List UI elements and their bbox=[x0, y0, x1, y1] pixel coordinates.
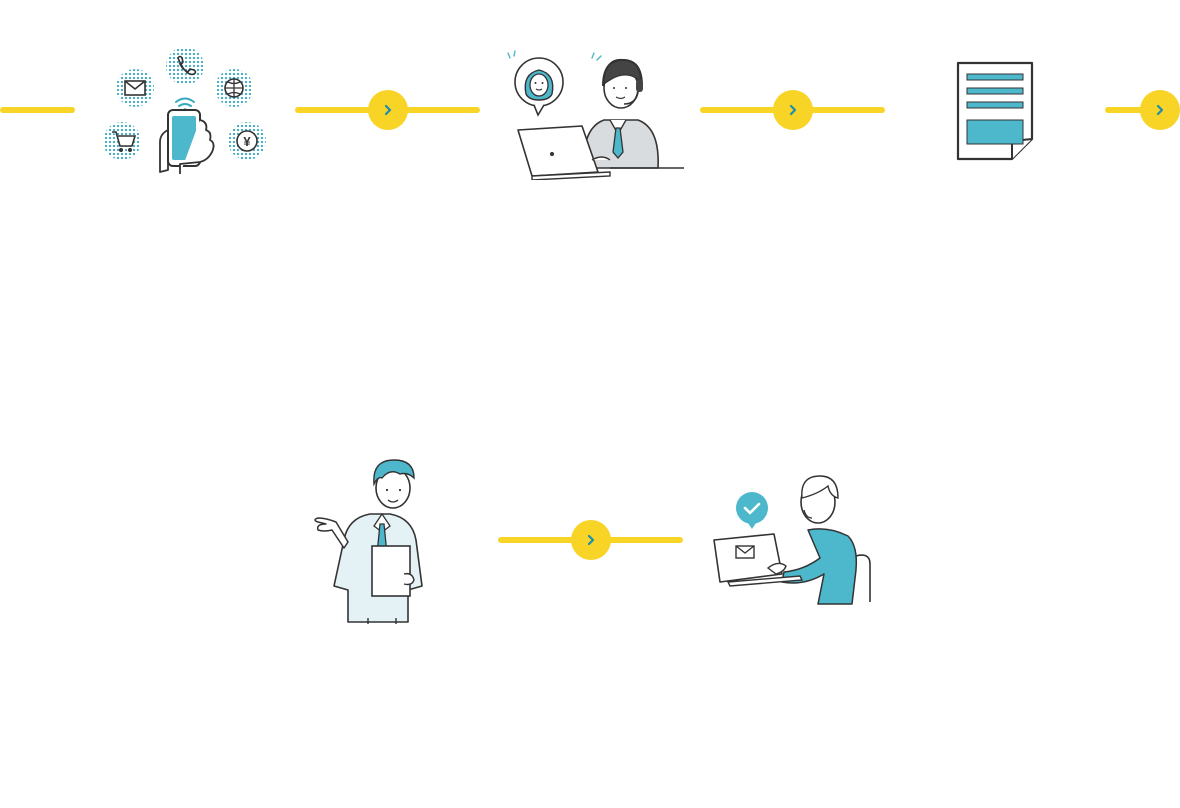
step-2-illustration bbox=[500, 48, 685, 180]
chevron-right-icon bbox=[1156, 104, 1164, 116]
chevron-right-icon bbox=[587, 534, 595, 546]
chevron-right-icon bbox=[384, 104, 392, 116]
step-5-illustration bbox=[710, 474, 875, 608]
step-4-illustration bbox=[312, 458, 442, 624]
svg-text:¥: ¥ bbox=[243, 134, 251, 149]
next-step-button-1[interactable] bbox=[368, 90, 408, 130]
step-1-illustration: ¥ bbox=[100, 44, 270, 176]
flow-connector-left-stub bbox=[0, 107, 75, 113]
businessman-explaining-icon bbox=[314, 459, 423, 624]
next-step-button-4[interactable] bbox=[571, 520, 611, 560]
next-step-button-3[interactable] bbox=[1140, 90, 1180, 130]
support-operator-icon bbox=[507, 50, 684, 180]
user-email-confirmation-icon bbox=[713, 475, 871, 605]
document-icon bbox=[956, 61, 1034, 161]
next-step-button-2[interactable] bbox=[773, 90, 813, 130]
step-3-illustration bbox=[955, 60, 1037, 162]
smartphone-services-icon: ¥ bbox=[103, 47, 266, 174]
chevron-right-icon bbox=[789, 104, 797, 116]
